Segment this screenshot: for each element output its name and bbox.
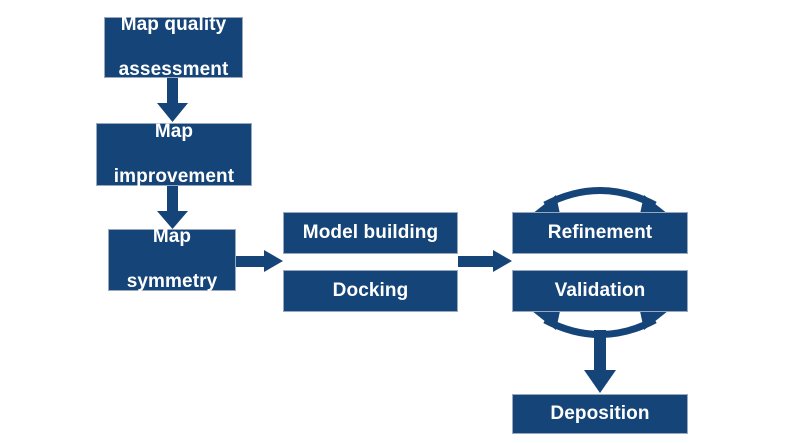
arrow-map-quality-to-map-improvement xyxy=(157,78,188,122)
node-label-validation: Validation xyxy=(554,279,646,301)
node-deposition[interactable]: Deposition xyxy=(512,394,688,434)
node-model-building[interactable]: Model building xyxy=(283,212,458,254)
node-label-refinement: Refinement xyxy=(547,221,653,243)
arrow-map-symmetry-to-model-building xyxy=(236,250,283,272)
node-validation[interactable]: Validation xyxy=(512,270,688,312)
arrow-model-building-to-refinement xyxy=(458,250,512,272)
arrow-map-improvement-to-map-symmetry xyxy=(157,186,188,229)
node-label-model-building: Model building xyxy=(302,221,439,243)
node-label-deposition: Deposition xyxy=(550,402,650,424)
node-label-docking: Docking xyxy=(332,279,409,301)
arrow-validation-to-deposition xyxy=(584,330,616,393)
node-refinement[interactable]: Refinement xyxy=(512,212,688,254)
node-docking[interactable]: Docking xyxy=(283,270,458,312)
